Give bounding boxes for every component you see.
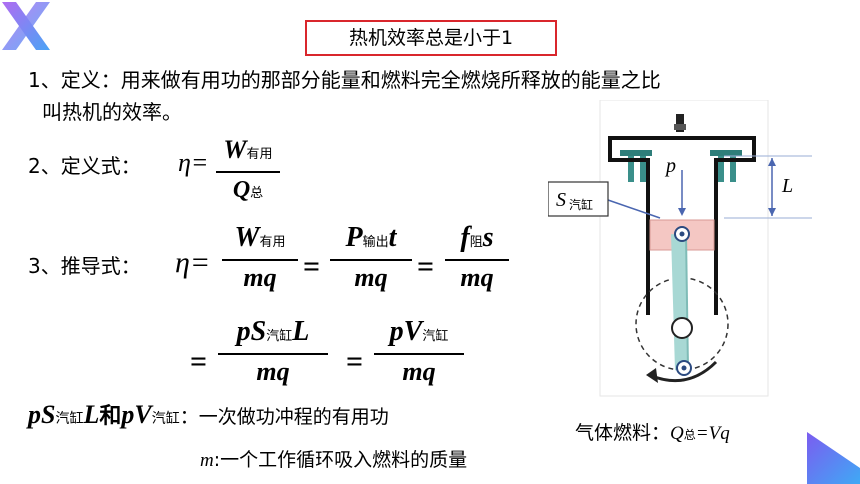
formula-label: 2、定义式：	[28, 154, 141, 178]
stroke-length-label: L	[781, 175, 793, 197]
formula-eta: η=	[178, 148, 209, 177]
engine-diagram: p L S 汽缸	[548, 100, 812, 397]
derivation-fraction-5: pV汽缸 mq	[374, 316, 464, 387]
definition-line-1: 1、定义：用来做有用功的那部分能量和燃料完全燃烧所释放的能量之比	[28, 68, 661, 92]
note-fuel-mass: m:一个工作循环吸入燃料的质量	[200, 449, 468, 471]
pressure-label: p	[664, 155, 676, 177]
formula-denominator: Q总	[216, 171, 280, 209]
fraction-3-numerator: f阻s	[460, 222, 494, 253]
formula-numerator: W有用	[223, 135, 273, 164]
area-label-main: S	[556, 189, 566, 211]
fraction-5-denominator: mq	[374, 353, 464, 387]
derivation-eta: η=	[175, 246, 211, 279]
fraction-2-numerator: P输出t	[345, 222, 397, 253]
fraction-2-denominator: mq	[330, 259, 412, 293]
derivation-fraction-3: f阻s mq	[445, 222, 509, 293]
note-useful-work: pS汽缸L和pV汽缸：一次做功冲程的有用功	[28, 400, 389, 429]
fraction-1-denominator: mq	[222, 259, 298, 293]
fraction-4-denominator: mq	[218, 353, 328, 387]
logo-x-icon	[2, 2, 50, 50]
derivation-fraction-1: W有用 mq	[222, 222, 298, 293]
gas-fuel-formula: 气体燃料：Q总=Vq	[575, 422, 730, 444]
equals-sign-3: =	[190, 345, 208, 378]
equals-sign-2: =	[417, 250, 435, 283]
corner-decoration-icon	[807, 432, 860, 484]
area-label-box	[548, 181, 609, 217]
equals-sign-1: =	[303, 250, 321, 283]
definition-line-2: 叫热机的效率。	[42, 100, 182, 124]
fraction-5-numerator: pV汽缸	[389, 316, 449, 347]
fraction-1-numerator: W有用	[234, 222, 286, 253]
page-title: 热机效率总是小于1	[305, 20, 557, 56]
fraction-3-denominator: mq	[445, 259, 509, 293]
equals-sign-4: =	[346, 345, 364, 378]
formula-fraction: W有用 Q总	[216, 134, 280, 209]
derivation-label: 3、推导式：	[28, 254, 141, 278]
derivation-fraction-4: pS汽缸L mq	[218, 316, 328, 387]
fraction-4-numerator: pS汽缸L	[236, 316, 310, 347]
area-label-sub: 汽缸	[569, 197, 593, 212]
derivation-fraction-2: P输出t mq	[330, 222, 412, 293]
